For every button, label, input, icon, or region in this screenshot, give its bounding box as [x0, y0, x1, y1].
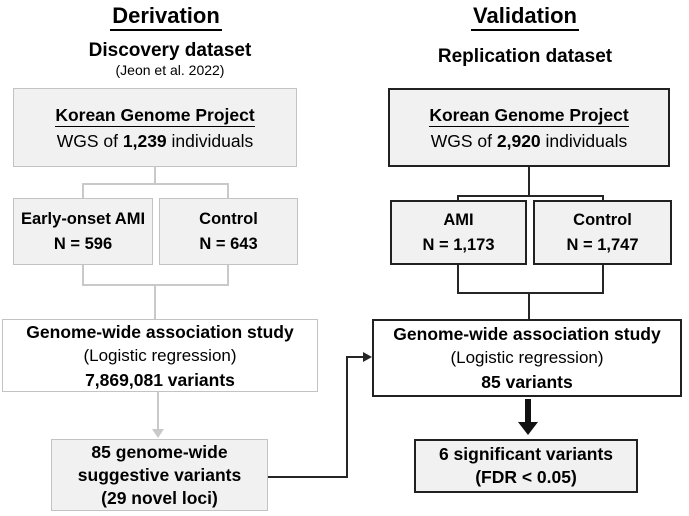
validation-case-n: N = 1,173 — [422, 235, 495, 254]
validation-header-text: Validation — [471, 3, 579, 31]
derivation-cohort-box: Korean Genome Project WGS of 1,239 indiv… — [13, 88, 297, 167]
validation-wgs-count: 2,920 — [496, 130, 541, 151]
derivation-wgs-suffix: individuals — [166, 130, 254, 151]
derivation-wgs-count: 1,239 — [122, 130, 167, 151]
thick-arrow-shaft — [525, 399, 531, 423]
derivation-cohort-wgs-line: WGS of 1,239 individuals — [57, 128, 254, 154]
connector-line — [528, 167, 530, 197]
connector-line — [602, 265, 604, 294]
replication-dataset-subtitle: Replication dataset — [437, 46, 613, 67]
derivation-column-header: Derivation — [0, 3, 332, 31]
connector-line — [528, 292, 530, 319]
connector-line — [457, 195, 604, 197]
derivation-case-box: Early-onset AMI N = 596 — [13, 198, 153, 265]
validation-result-line2: (FDR < 0.05) — [475, 467, 577, 487]
derivation-gwas-box: Genome-wide association study (Logistic … — [2, 319, 318, 392]
validation-gwas-box: Genome-wide association study (Logistic … — [372, 319, 682, 397]
derivation-result-box: 85 genome-wide suggestive variants (29 n… — [51, 439, 268, 511]
connector-line — [82, 183, 229, 185]
validation-case-box: AMI N = 1,173 — [390, 200, 527, 265]
derivation-result-line3: (29 novel loci) — [101, 487, 218, 508]
derivation-control-label: Control — [199, 209, 258, 228]
derivation-cohort-title-line: Korean Genome Project — [55, 102, 255, 128]
derivation-header-text: Derivation — [110, 3, 222, 31]
derivation-wgs-prefix: WGS of — [56, 130, 123, 151]
discovery-dataset-citation: (Jeon et al. 2022) — [115, 62, 225, 78]
derivation-case-label: Early-onset AMI — [20, 209, 146, 228]
validation-control-box: Control N = 1,747 — [533, 200, 672, 265]
derivation-gwas-title: Genome-wide association study — [26, 321, 294, 342]
derivation-gwas-method: (Logistic regression) — [83, 345, 237, 365]
derivation-gwas-variants: 7,869,081 variants — [85, 369, 235, 390]
validation-cohort-title-line: Korean Genome Project — [429, 102, 629, 128]
validation-cohort-wgs-line: WGS of 2,920 individuals — [431, 128, 628, 154]
validation-control-label: Control — [573, 210, 632, 229]
connector-line — [154, 284, 156, 319]
validation-cohort-box: Korean Genome Project WGS of 2,920 indiv… — [388, 88, 670, 167]
derivation-control-box: Control N = 643 — [159, 198, 298, 265]
validation-gwas-method: (Logistic regression) — [450, 348, 604, 367]
connector-line — [227, 265, 229, 286]
validation-gwas-variants: 85 variants — [481, 372, 573, 392]
connector-line — [602, 195, 604, 202]
connector-line — [82, 183, 84, 198]
arrow-down-icon — [518, 422, 538, 435]
validation-case-label: AMI — [443, 210, 474, 229]
validation-wgs-suffix: individuals — [540, 130, 628, 151]
connector-line — [154, 167, 156, 185]
derivation-control-n: N = 643 — [199, 234, 258, 253]
connector-line — [457, 265, 459, 294]
connector-line — [82, 265, 84, 286]
derivation-case-n: N = 596 — [53, 234, 113, 253]
connector-line — [457, 292, 604, 294]
derivation-cohort-title: Korean Genome Project — [55, 104, 255, 127]
connector-line — [157, 392, 159, 429]
derivation-result-line1: 85 genome-wide — [91, 441, 228, 462]
validation-control-n: N = 1,747 — [566, 235, 639, 254]
connector-line — [227, 183, 229, 198]
arrow-down-icon — [152, 429, 164, 438]
derivation-result-line2: suggestive variants — [77, 464, 242, 485]
validation-result-box: 6 significant variants (FDR < 0.05) — [414, 439, 638, 493]
discovery-dataset-subtitle: Discovery dataset — [88, 40, 252, 61]
connector-line — [457, 195, 459, 202]
connector-line — [346, 356, 364, 358]
connector-line — [268, 476, 348, 478]
validation-result-line1: 6 significant variants — [438, 444, 614, 464]
validation-wgs-prefix: WGS of — [430, 130, 497, 151]
arrow-right-icon — [363, 352, 372, 362]
validation-cohort-title: Korean Genome Project — [429, 104, 629, 127]
validation-column-header: Validation — [360, 3, 689, 31]
validation-gwas-title: Genome-wide association study — [393, 324, 661, 344]
connector-line — [346, 356, 348, 478]
